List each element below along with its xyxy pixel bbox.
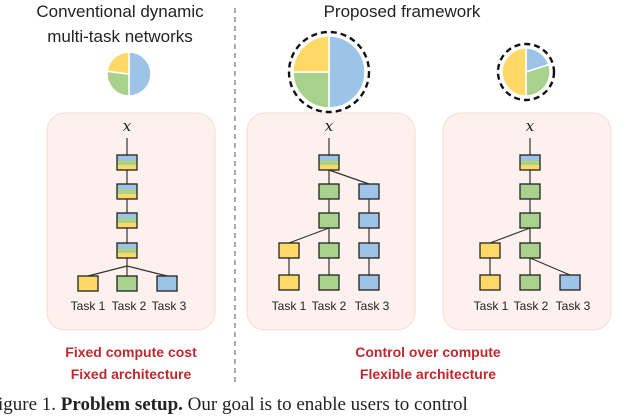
- header-conventional-line1: Conventional dynamic: [36, 2, 204, 21]
- dashed-circle-icon: [287, 30, 371, 114]
- network-block: [358, 242, 380, 259]
- network-block: [116, 183, 138, 200]
- pie-chart-icon-slice: [106, 70, 130, 97]
- network-block: [519, 154, 541, 171]
- network-block: [519, 212, 541, 229]
- network-block: [116, 154, 138, 171]
- pie-chart-icon-slice: [128, 51, 152, 97]
- figure-caption: igure 1. Problem setup. Our goal is to e…: [0, 394, 468, 415]
- pie-chart-icon-slice: [106, 51, 130, 75]
- network-block: [318, 242, 340, 259]
- network-block: [519, 242, 541, 259]
- pie-chart-icon-slice: [525, 63, 551, 97]
- task-label-1: Task 1: [272, 299, 307, 313]
- network-block: [318, 154, 340, 171]
- network-block: [278, 274, 300, 291]
- edge-line: [87, 265, 128, 277]
- input-x-label: x: [325, 117, 334, 135]
- header-conventional-line2: multi-task networks: [47, 27, 192, 46]
- task-label-1: Task 1: [474, 299, 509, 313]
- pie-chart-icon-slice: [292, 35, 330, 73]
- task-label-3: Task 3: [355, 299, 390, 313]
- blocks: [77, 154, 581, 292]
- edge-line: [288, 227, 330, 244]
- network-block: [519, 274, 541, 291]
- network-block: [519, 183, 541, 200]
- edge-line: [529, 257, 571, 276]
- network-block: [116, 242, 138, 259]
- network-block: [559, 274, 581, 291]
- edges: [87, 138, 571, 277]
- pie-chart-icon-slice: [292, 71, 330, 109]
- edge-line: [126, 265, 168, 277]
- network-block: [318, 212, 340, 229]
- network-block: [318, 183, 340, 200]
- network-block: [156, 275, 178, 292]
- network-block: [479, 242, 501, 259]
- task-label-3: Task 3: [152, 299, 187, 313]
- task-label-2: Task 2: [514, 299, 549, 313]
- note-right-line2: Flexible architecture: [360, 366, 496, 382]
- edge-line: [489, 227, 531, 244]
- network-block: [116, 275, 138, 292]
- network-block: [116, 212, 138, 229]
- caption-bold: Problem setup.: [61, 394, 183, 415]
- network-block: [358, 274, 380, 291]
- task-label-1: Task 1: [71, 299, 106, 313]
- pie-chart-icon-slice: [501, 47, 527, 97]
- network-block: [358, 212, 380, 229]
- note-right-line1: Control over compute: [355, 344, 501, 360]
- task-label-2: Task 2: [112, 299, 147, 313]
- note-left-line1: Fixed compute cost: [65, 344, 197, 360]
- caption-rest: Our goal is to enable users to control: [183, 394, 468, 415]
- task-label-3: Task 3: [556, 299, 591, 313]
- caption-prefix: igure 1.: [0, 394, 61, 415]
- network-block: [77, 275, 99, 292]
- edge-line: [328, 169, 370, 185]
- pies: [106, 30, 556, 114]
- network-block: [358, 183, 380, 200]
- header-proposed: Proposed framework: [324, 2, 481, 21]
- network-block: [278, 242, 300, 259]
- note-left-line2: Fixed architecture: [71, 366, 192, 382]
- input-x-label: x: [526, 117, 535, 135]
- network-block: [479, 274, 501, 291]
- input-x-label: x: [123, 117, 132, 135]
- dashed-circle-icon: [496, 42, 556, 102]
- network-block: [318, 274, 340, 291]
- pie-chart-icon-slice: [328, 35, 366, 109]
- task-label-2: Task 2: [312, 299, 347, 313]
